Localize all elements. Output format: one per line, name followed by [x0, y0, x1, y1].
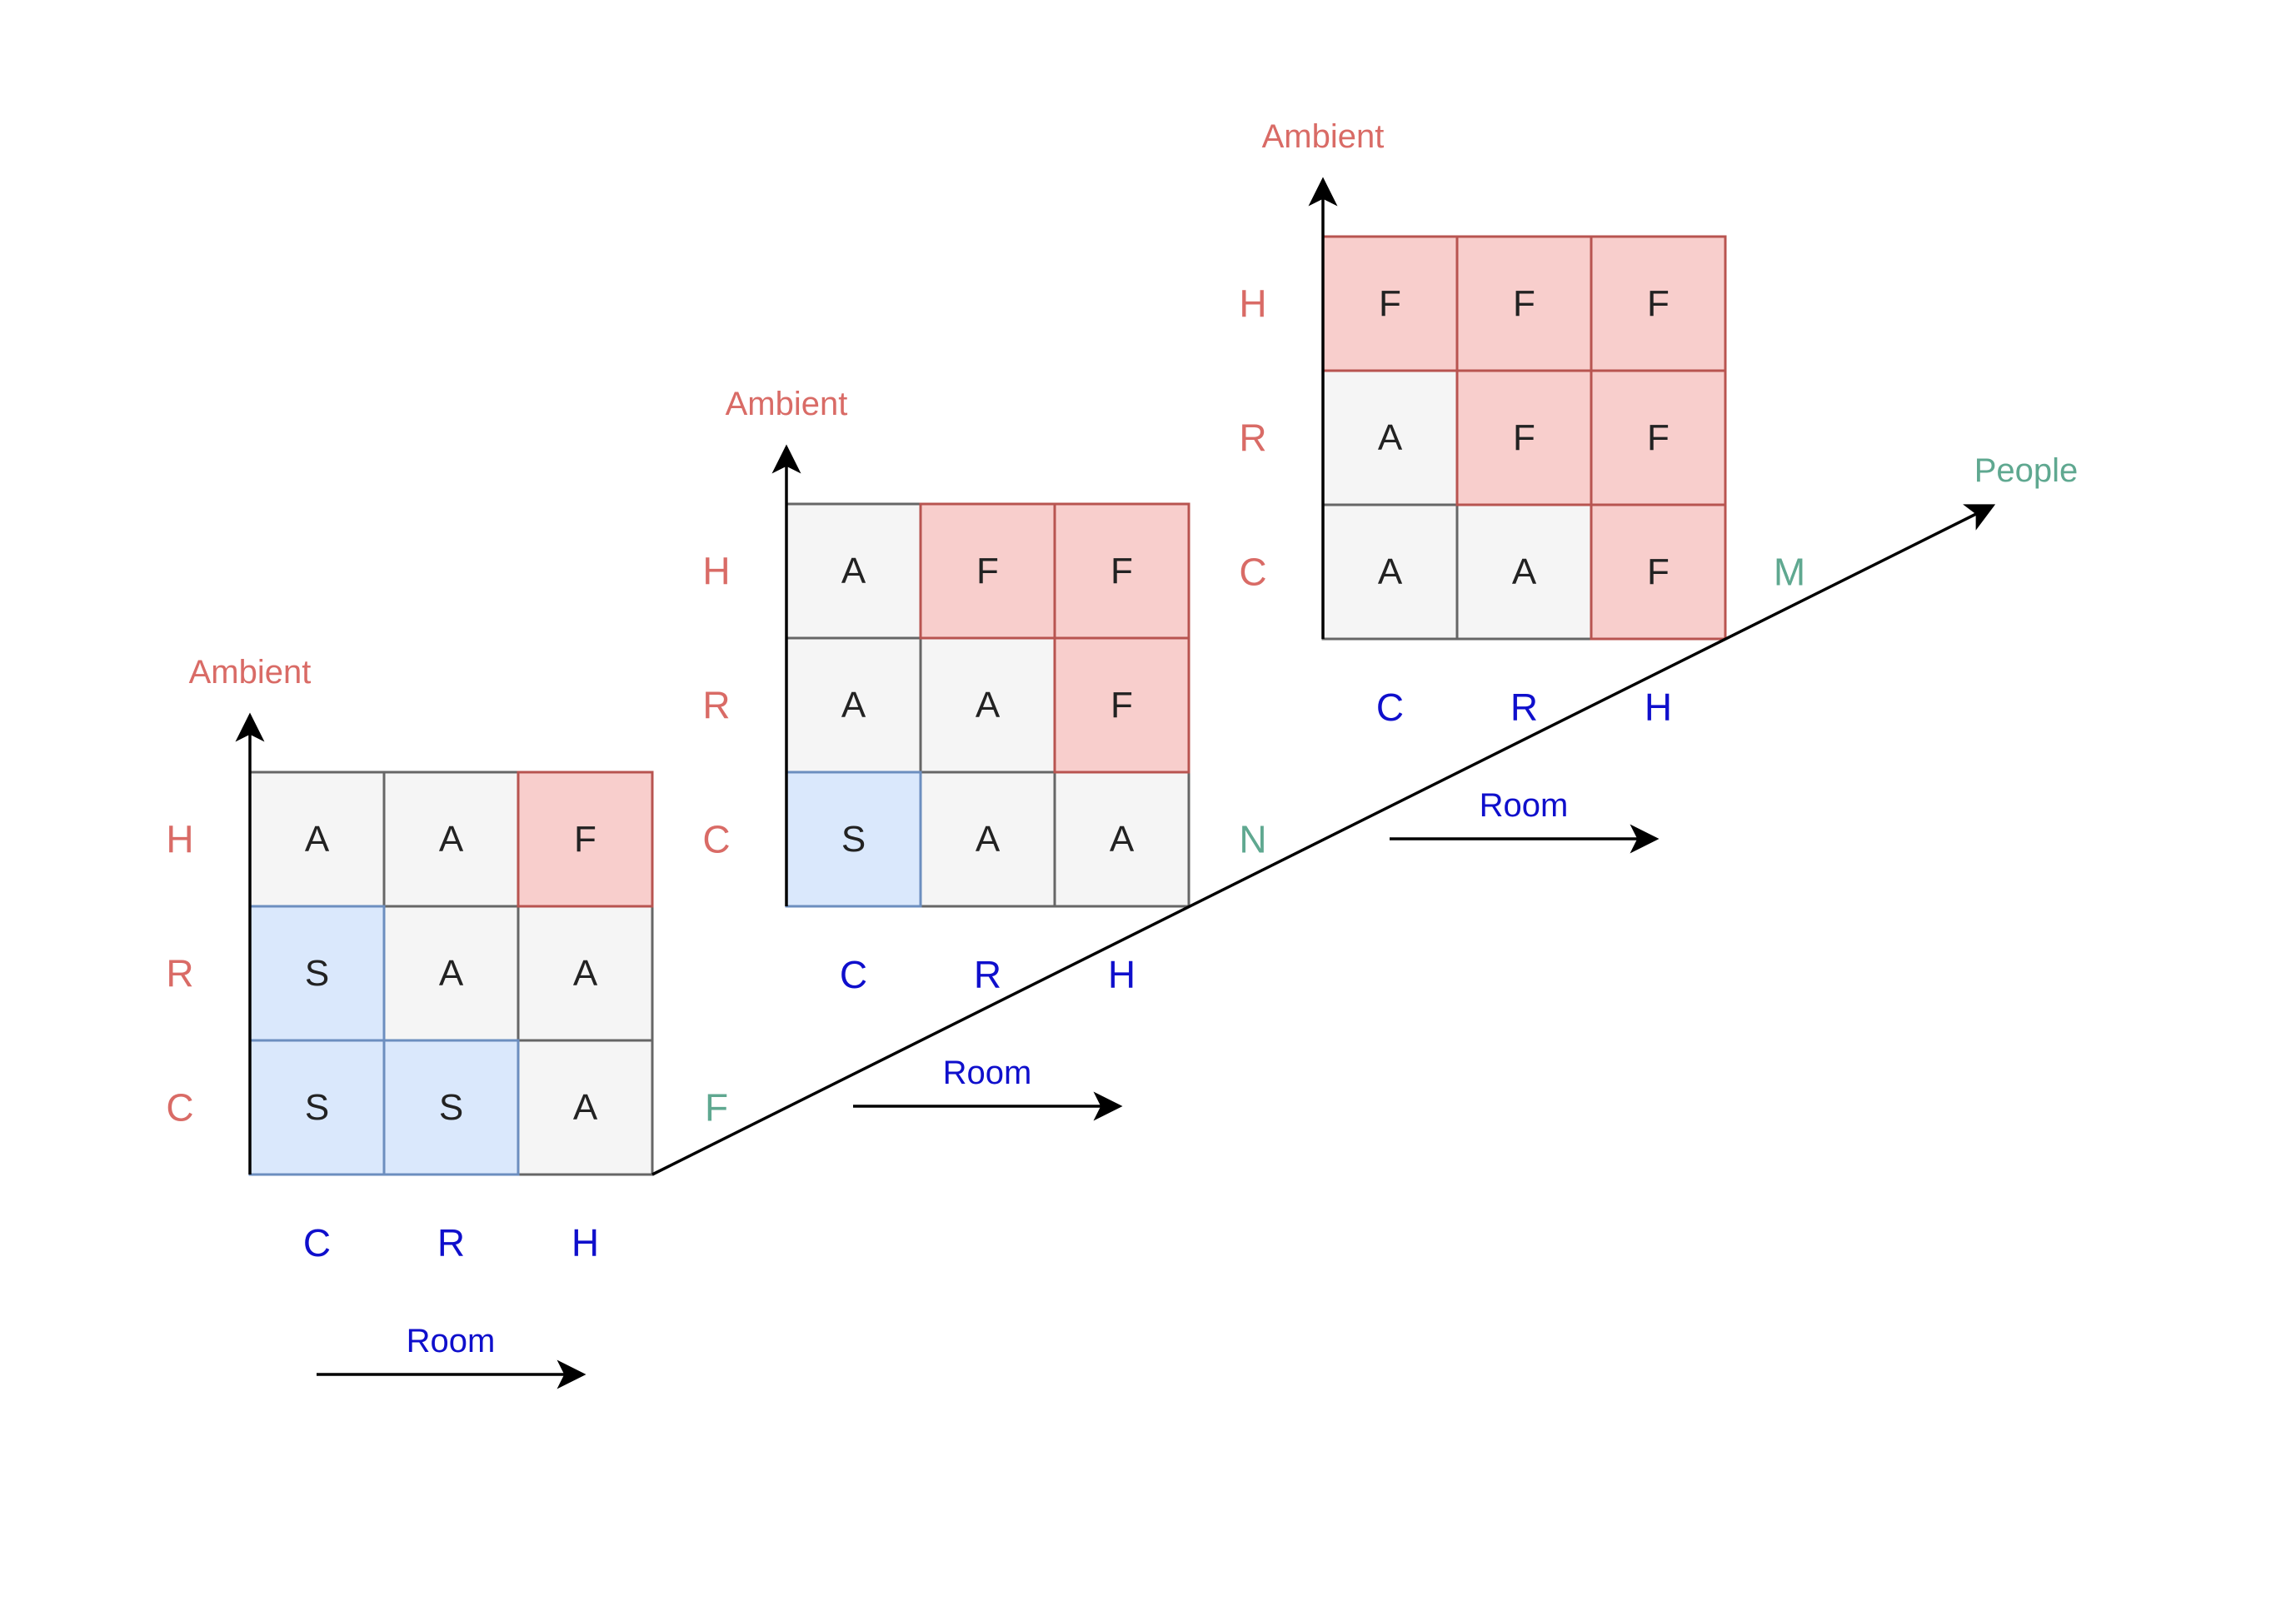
cell-value: A [841, 551, 866, 591]
ambient-axis-label: Ambient [726, 386, 848, 422]
people-axis-label: People [1974, 452, 2079, 489]
cell-value: A [305, 819, 330, 860]
grid-cell [1455, 369, 1593, 506]
cell-value: A [573, 1087, 598, 1128]
grid-cell [785, 771, 922, 908]
row-label: R [1239, 416, 1266, 460]
grid-cell [382, 1039, 520, 1176]
cell-value: F [1111, 551, 1133, 591]
cell-value: F [1647, 283, 1670, 324]
people-axis: People [651, 452, 2079, 1176]
cell-value: A [1110, 819, 1135, 860]
cell-value: A [841, 685, 866, 726]
column-label: C [1376, 686, 1404, 729]
column-label: H [572, 1221, 599, 1264]
grid-cell [785, 636, 922, 774]
ambient-axis-label: Ambient [1262, 118, 1385, 155]
room-axis-label: Room [943, 1055, 1032, 1091]
row-label: H [1239, 282, 1266, 326]
column-label: R [1510, 686, 1538, 729]
cell-value: S [841, 819, 866, 860]
row-label: H [702, 550, 730, 593]
cell-value: S [305, 1087, 329, 1128]
cell-value: F [1647, 551, 1670, 592]
people-level-label: M [1774, 551, 1805, 594]
grid-cell [1321, 503, 1459, 641]
cell-value: A [976, 819, 1001, 860]
grid-cell [1053, 636, 1190, 774]
people-axis-arrow [651, 504, 1996, 1176]
row-label: C [702, 818, 730, 861]
people-level-label: N [1239, 818, 1266, 861]
grid-cell [248, 771, 386, 908]
cell-value: F [574, 819, 596, 860]
grid-cell [1455, 503, 1593, 641]
cell-value: A [1378, 551, 1403, 592]
cell-value: A [1378, 417, 1403, 458]
row-label: C [166, 1086, 193, 1130]
grid-cell [517, 905, 654, 1042]
grid-cell [1590, 503, 1727, 641]
cell-value: F [1513, 417, 1535, 458]
row-label: R [702, 684, 730, 727]
grid-cell [382, 905, 520, 1042]
row-label: H [166, 818, 193, 861]
column-label: C [303, 1221, 331, 1264]
column-label: H [1108, 953, 1136, 996]
column-label: R [437, 1221, 465, 1264]
ambient-axis-label: Ambient [189, 654, 312, 691]
room-axis-label: Room [407, 1323, 496, 1359]
column-label: R [974, 953, 1001, 996]
cell-value: A [439, 953, 464, 994]
row-label: C [1239, 551, 1266, 594]
grid-cell [1053, 502, 1190, 640]
cell-value: S [439, 1087, 463, 1128]
grid-cell [517, 771, 654, 908]
cell-value: F [1647, 417, 1670, 458]
cell-value: F [1513, 283, 1535, 324]
cell-value: A [439, 819, 464, 860]
cell-value: A [1512, 551, 1537, 592]
cell-value: S [305, 953, 329, 994]
cell-value: F [1379, 283, 1401, 324]
room-axis-label: Room [1480, 787, 1569, 824]
cell-value: A [573, 953, 598, 994]
grid-cell [1590, 369, 1727, 506]
grid-cell [1590, 235, 1727, 372]
column-label: H [1645, 686, 1672, 729]
column-label: C [840, 953, 867, 996]
row-label: R [166, 952, 193, 995]
grid-cell [1321, 369, 1459, 506]
cell-value: F [976, 551, 999, 591]
grid-cell [517, 1039, 654, 1176]
cell-value: F [1111, 685, 1133, 726]
grid-cell [1053, 771, 1190, 908]
grid-cell [382, 771, 520, 908]
cell-value: A [976, 685, 1001, 726]
grid-cell [919, 502, 1056, 640]
people-level-label: F [705, 1086, 728, 1130]
grid-cell [919, 636, 1056, 774]
